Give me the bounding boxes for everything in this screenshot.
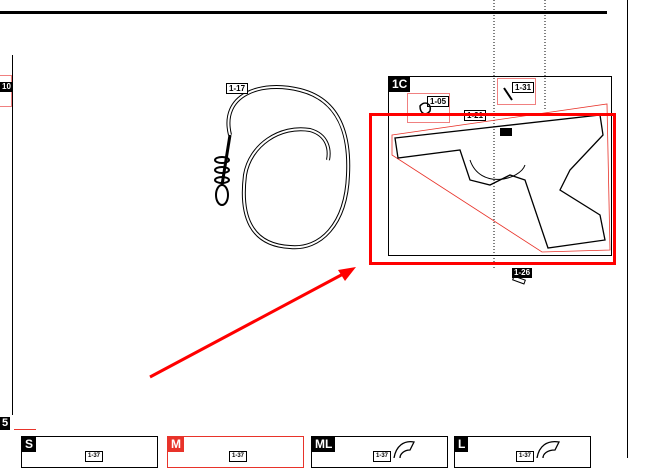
grip-backstrap-ml-diagram (393, 440, 415, 458)
grip-part-ml: 1-37 (373, 451, 392, 462)
grip-backstrap-l-diagram (536, 440, 560, 458)
hose-diagram (214, 85, 351, 250)
section-5-underline (14, 429, 36, 430)
right-rule (627, 0, 628, 458)
grip-size-l: L (455, 437, 469, 452)
top-rule (0, 11, 607, 14)
left-rule (12, 55, 13, 415)
highlight-box (369, 113, 616, 265)
part-label-1-31: 1-31 (512, 82, 535, 93)
grip-part-m: 1-37 (229, 451, 248, 462)
hose-part-label: 1-17 (226, 83, 249, 94)
part-label-1-26: 1-26 (512, 268, 533, 278)
section-5-label: 5 (0, 417, 11, 430)
grip-part-s: 1-37 (85, 451, 104, 462)
grip-size-s: S (22, 437, 37, 452)
frame-section-box (388, 76, 612, 256)
callout-box-1-31 (497, 78, 536, 105)
left-part-label: 10 (0, 82, 13, 92)
grip-size-m: M (168, 437, 184, 452)
part-label-1-05: 1-05 (427, 96, 450, 107)
pistol-frame-diagram (391, 0, 611, 285)
grip-size-ml: ML (312, 437, 336, 452)
frame-section-label: 1C (389, 77, 411, 92)
callout-box-1-05 (407, 93, 450, 123)
red-arrow (149, 267, 356, 379)
grip-part-l: 1-37 (516, 451, 535, 462)
